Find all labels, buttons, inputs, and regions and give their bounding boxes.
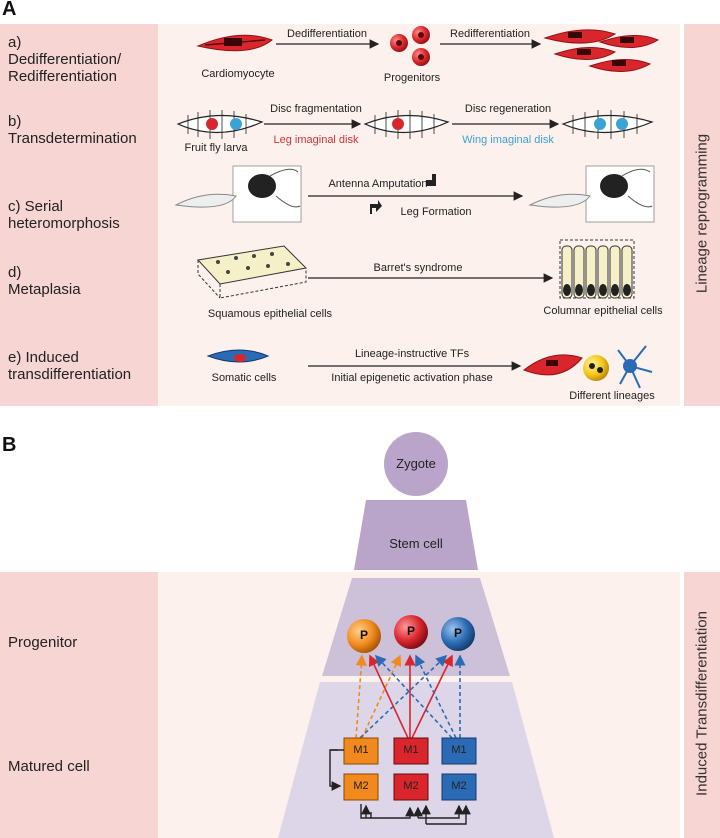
m1-blue-label: M1: [451, 744, 467, 756]
m2-red-label: M2: [403, 780, 419, 792]
m2-blue-label: M2: [451, 780, 467, 792]
fruit-fly-larva-2: [363, 110, 450, 139]
panel-a-side-band: [684, 24, 720, 406]
progenitor-row-label: Progenitor: [8, 634, 78, 651]
panel-b-label-column: [0, 572, 158, 838]
panel-a-label-column: [0, 24, 158, 406]
matured-cells: [343, 737, 477, 801]
row-c-label: c) Serial heteromorphosis: [8, 198, 120, 232]
different-lineages-cells: [523, 345, 653, 389]
somatic-cells-caption: Somatic cells: [211, 372, 277, 384]
dedifferentiation-label: Dedifferentiation: [287, 28, 367, 40]
cardiomyocyte-caption: Cardiomyocyte: [201, 68, 275, 80]
panel-b-side-band: [684, 572, 720, 838]
squamous-epithelium: [197, 245, 308, 299]
squamous-cells-caption: Squamous epithelial cells: [207, 308, 333, 320]
progenitor-cells: [390, 26, 430, 66]
m1-orange-label: M1: [353, 744, 369, 756]
cardiomyocyte-cell: [196, 34, 273, 52]
insect-head-before: [174, 165, 302, 223]
panel-a-letter: A: [2, 0, 17, 20]
stem-cell-layer: [354, 500, 478, 570]
fruit-fly-larva-caption: Fruit fly larva: [184, 142, 248, 154]
row-b-label-line: b): [8, 113, 22, 130]
lineage-arrows: [355, 654, 466, 739]
progenitor-orange-label: P: [359, 628, 369, 642]
barrets-syndrome-label: Barret's syndrome: [373, 262, 463, 274]
different-lineages-caption: Different lineages: [569, 390, 655, 402]
redifferentiated-cardiomyocytes: [543, 29, 660, 72]
disc-fragmentation-label: Disc fragmentation: [270, 103, 362, 115]
row-e-label: e) Induced transdifferentiation: [8, 349, 131, 383]
row-a-label-line: a): [8, 34, 22, 51]
row-a-label-line: Redifferentiation: [8, 68, 117, 85]
row-d-label: d) Metaplasia: [8, 264, 81, 298]
leg-formation-icon: [370, 200, 382, 214]
row-d-label-line: Metaplasia: [8, 281, 81, 298]
progenitor-blue: [441, 617, 475, 651]
antenna-amputation-label: Antenna Amputation: [328, 178, 428, 190]
progenitor-red-label: P: [406, 624, 416, 638]
progenitor-red: [394, 615, 428, 649]
progenitor-orange: [347, 619, 381, 653]
row-a-label-line: Dedifferentiation/: [8, 51, 122, 68]
fruit-fly-larva-1: [176, 110, 264, 139]
row-a-label: a) Dedifferentiation/ Redifferentiation: [8, 34, 121, 85]
row-b-label-line: Transdetermination: [8, 130, 137, 147]
columnar-epithelium: [559, 239, 635, 299]
fruit-fly-larva-3: [561, 110, 654, 139]
insect-head-after: [528, 165, 655, 223]
stem-cell-label: Stem cell: [389, 536, 443, 551]
lineage-tfs-label: Lineage-instructive TFs: [354, 348, 470, 360]
row-b-label: b) Transdetermination: [8, 113, 137, 147]
row-d-label-line: d): [8, 264, 22, 281]
progenitor-blue-label: P: [453, 626, 463, 640]
columnar-cells-caption: Columnar epithelial cells: [543, 305, 663, 317]
zygote-circle: [384, 432, 448, 496]
progenitors-caption: Progenitors: [383, 72, 441, 84]
row-c-label-line: c) Serial: [8, 198, 64, 215]
m2-orange-label: M2: [353, 780, 369, 792]
zygote-label: Zygote: [396, 456, 436, 471]
amputation-icon: [426, 174, 436, 186]
hierarchy-pyramid: [278, 432, 554, 838]
row-c-label-line: heteromorphosis: [8, 215, 120, 232]
redifferentiation-label: Redifferentiation: [450, 28, 530, 40]
matured-connectors: [329, 749, 471, 825]
somatic-cell: [206, 349, 270, 363]
panel-a-illustrations: [174, 26, 660, 389]
row-e-label-line: transdifferentiation: [8, 366, 132, 383]
wing-imaginal-disk-label: Wing imaginal disk: [462, 134, 554, 146]
disc-regeneration-label: Disc regeneration: [464, 103, 552, 115]
m1-red-label: M1: [403, 744, 419, 756]
matured-cell-row-label: Matured cell: [8, 758, 90, 775]
leg-formation-label: Leg Formation: [400, 206, 472, 218]
panel-b-letter: B: [2, 434, 17, 456]
leg-imaginal-disk-label: Leg imaginal disk: [273, 134, 359, 146]
epigenetic-phase-label: Initial epigenetic activation phase: [331, 372, 493, 384]
row-e-label-line: e) Induced: [8, 349, 79, 366]
